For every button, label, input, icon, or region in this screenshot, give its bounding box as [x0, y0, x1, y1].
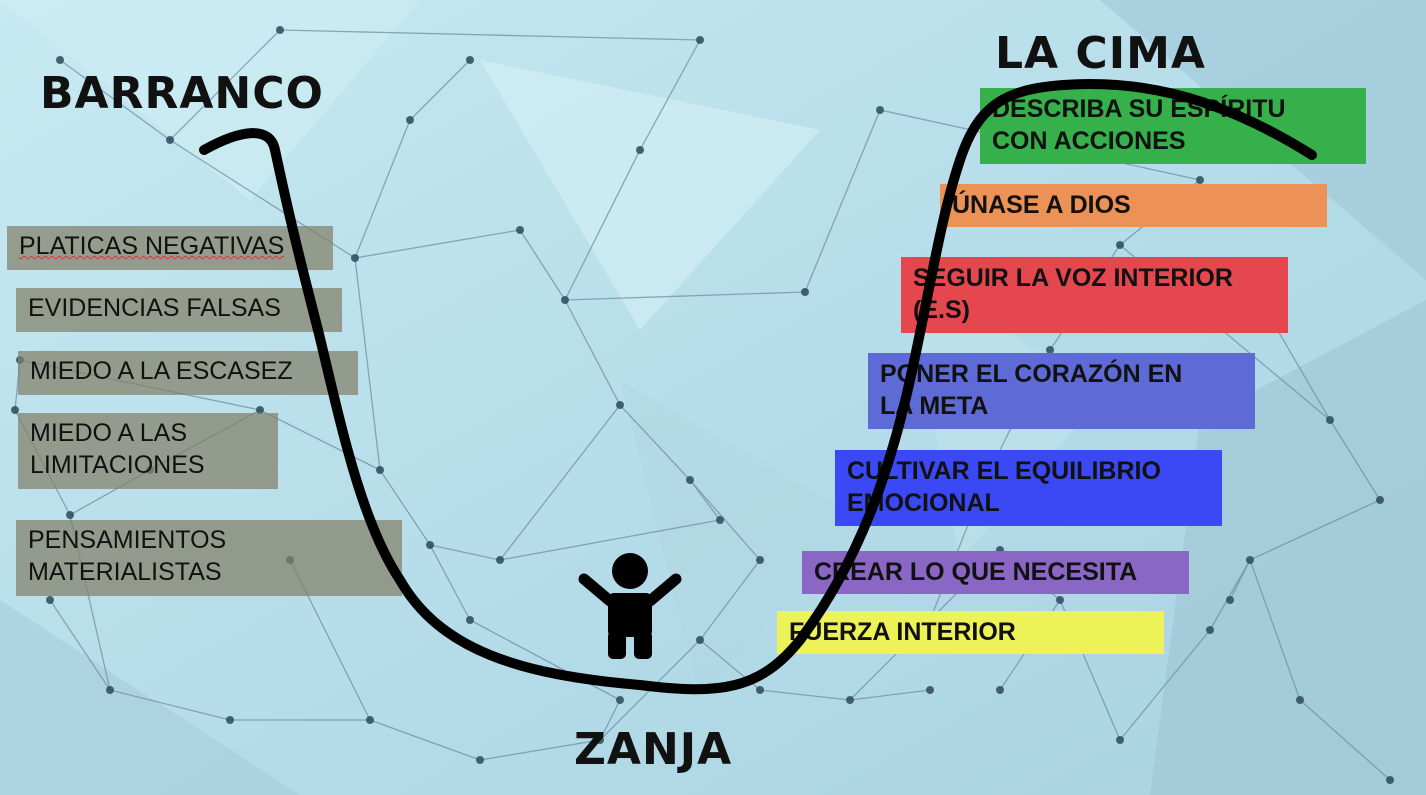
network-line	[369, 719, 481, 761]
left-item-label: MIEDO A LAS LIMITACIONES	[30, 419, 205, 479]
left-item-label: MIEDO A LA ESCASEZ	[30, 357, 293, 385]
network-node	[476, 756, 484, 764]
network-node	[1196, 176, 1204, 184]
network-node	[366, 716, 374, 724]
heading-zanja: ZANJA	[574, 724, 733, 775]
person-arms-raised-icon	[578, 553, 682, 659]
network-node	[756, 556, 764, 564]
left-item-label: EVIDENCIAS FALSAS	[28, 294, 281, 322]
network-node	[376, 466, 384, 474]
network-node	[1226, 596, 1234, 604]
right-item-label: SEGUIR LA VOZ INTERIOR (E.S)	[913, 264, 1233, 324]
network-node	[756, 686, 764, 694]
network-line	[1299, 699, 1391, 781]
network-node	[1246, 556, 1254, 564]
network-line	[49, 599, 111, 691]
left-item-label: PLATICAS NEGATIVAS	[19, 232, 285, 260]
network-node	[426, 541, 434, 549]
network-line	[109, 689, 231, 721]
network-node	[406, 116, 414, 124]
right-item-describa-espiritu: DESCRIBA SU ESPÍRITU CON ACCIONES	[980, 88, 1366, 164]
right-item-label: PONER EL CORAZÓN EN LA META	[880, 360, 1183, 420]
left-item-miedo-escasez: MIEDO A LA ESCASEZ	[18, 351, 358, 395]
right-item-label: CULTIVAR EL EQUILIBRIO EMOCIONAL	[847, 457, 1161, 517]
network-node	[1206, 626, 1214, 634]
network-node	[466, 616, 474, 624]
network-node	[56, 56, 64, 64]
right-item-label: ÚNASE A DIOS	[952, 191, 1131, 219]
network-node	[166, 136, 174, 144]
network-node	[596, 736, 604, 744]
network-node	[846, 696, 854, 704]
right-item-fuerza-interior: FUERZA INTERIOR	[777, 611, 1164, 654]
right-item-label: CREAR LO QUE NECESITA	[814, 558, 1138, 586]
network-node	[516, 226, 524, 234]
left-item-miedo-limitaciones: MIEDO A LAS LIMITACIONES	[18, 413, 278, 489]
right-item-cultivar-equilibrio: CULTIVAR EL EQUILIBRIO EMOCIONAL	[835, 450, 1222, 526]
network-node	[466, 56, 474, 64]
network-node	[686, 476, 694, 484]
network-node	[696, 636, 704, 644]
network-node	[696, 36, 704, 44]
heading-barranco: BARRANCO	[40, 68, 324, 119]
left-item-platicas-negativas: PLATICAS NEGATIVAS	[7, 226, 333, 270]
network-line	[279, 29, 701, 41]
network-line	[479, 739, 601, 761]
left-item-pensamientos-materialistas: PENSAMIENTOS MATERIALISTAS	[16, 520, 402, 596]
network-node	[11, 406, 19, 414]
network-node	[106, 686, 114, 694]
right-item-seguir-voz: SEGUIR LA VOZ INTERIOR (E.S)	[901, 257, 1288, 333]
right-item-label: FUERZA INTERIOR	[789, 618, 1016, 646]
network-node	[1116, 736, 1124, 744]
network-line	[1329, 419, 1381, 501]
network-node	[801, 288, 809, 296]
network-node	[226, 716, 234, 724]
network-node	[876, 106, 884, 114]
network-line	[59, 59, 171, 141]
network-node	[276, 26, 284, 34]
network-node	[1326, 416, 1334, 424]
network-node	[1296, 696, 1304, 704]
network-node	[496, 556, 504, 564]
right-item-poner-corazon: PONER EL CORAZÓN EN LA META	[868, 353, 1255, 429]
network-line	[599, 699, 621, 741]
network-node	[351, 254, 359, 262]
left-item-label: PENSAMIENTOS MATERIALISTAS	[28, 526, 227, 586]
heading-la-cima: LA CIMA	[995, 28, 1206, 79]
network-node	[926, 686, 934, 694]
left-item-evidencias-falsas: EVIDENCIAS FALSAS	[16, 288, 342, 332]
network-node	[1056, 596, 1064, 604]
network-node	[66, 511, 74, 519]
network-node	[561, 296, 569, 304]
network-node	[46, 596, 54, 604]
network-node	[716, 516, 724, 524]
network-node	[996, 686, 1004, 694]
network-node	[1116, 241, 1124, 249]
network-node	[636, 146, 644, 154]
right-item-label: DESCRIBA SU ESPÍRITU CON ACCIONES	[992, 95, 1286, 155]
network-node	[616, 696, 624, 704]
network-node	[1376, 496, 1384, 504]
right-item-unase-dios: ÚNASE A DIOS	[940, 184, 1327, 227]
network-node	[1386, 776, 1394, 784]
right-item-crear-necesita: CREAR LO QUE NECESITA	[802, 551, 1189, 594]
network-node	[616, 401, 624, 409]
